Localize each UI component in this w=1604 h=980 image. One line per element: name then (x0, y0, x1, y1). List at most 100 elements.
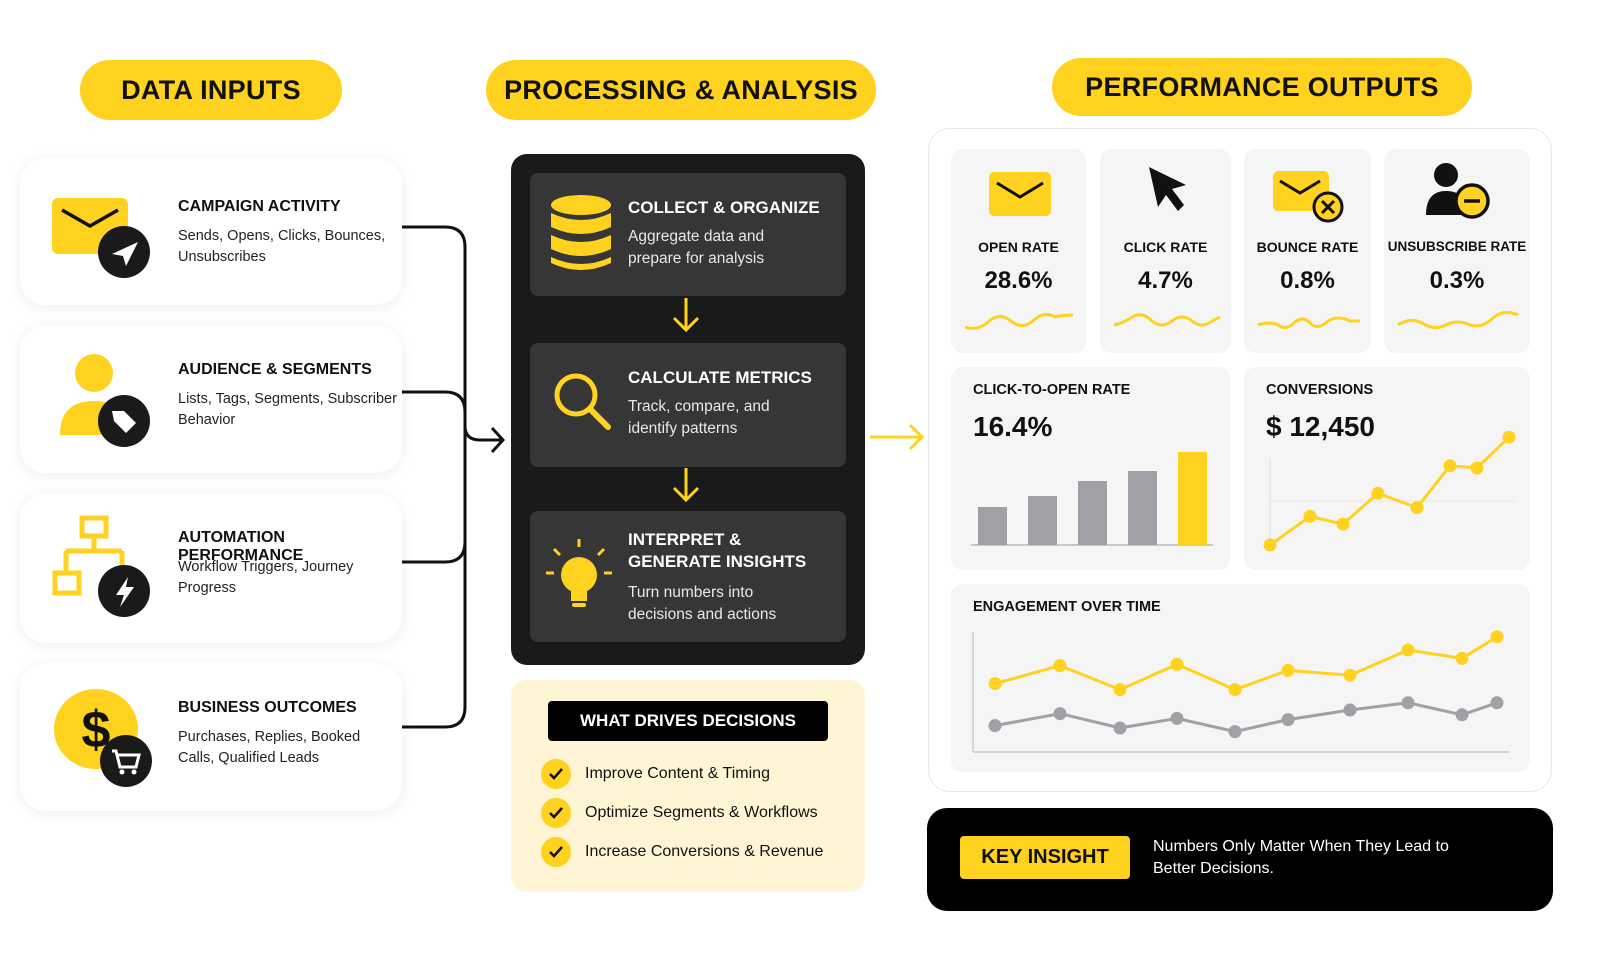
data-point (1170, 711, 1184, 725)
step-desc: Turn numbers into decisions and actions (628, 584, 777, 623)
check-icon (541, 759, 571, 789)
input-card-audience: AUDIENCE & SEGMENTS Lists, Tags, Segment… (20, 325, 402, 473)
metric-label: CLICK RATE (1123, 239, 1208, 255)
conversions-card: CONVERSIONS $ 12,450 (1244, 367, 1530, 570)
data-point (1443, 459, 1457, 473)
decision-item: Increase Conversions & Revenue (541, 837, 823, 867)
metric-label: OPEN RATE (978, 239, 1059, 255)
card-desc: Lists, Tags, Segments, Subscriber Behavi… (178, 391, 397, 428)
metric-label: BOUNCE RATE (1256, 239, 1359, 255)
conversions-line-chart (1263, 430, 1516, 552)
data-point (1343, 703, 1357, 717)
envelope-x-icon (1273, 171, 1344, 223)
metric-bounce-rate: BOUNCE RATE 0.8% (1244, 149, 1371, 353)
input-card-outcomes: $ BUSINESS OUTCOMES Purchases, Replies, … (20, 663, 402, 811)
bar (1178, 452, 1207, 545)
data-point (1113, 683, 1127, 697)
data-point (1490, 696, 1504, 710)
ctor-value: 16.4% (973, 411, 1053, 442)
data-point (1228, 683, 1242, 697)
decision-label: Improve Content & Timing (585, 765, 770, 782)
lightbulb-icon (546, 539, 612, 607)
sparkline (964, 312, 1074, 330)
header-outputs: PERFORMANCE OUTPUTS (1052, 58, 1472, 116)
metric-unsubscribe-rate: UNSUBSCRIBE RATE 0.3% (1384, 149, 1530, 353)
card-title: AUDIENCE & SEGMENTS (178, 361, 372, 378)
bar (1078, 481, 1107, 545)
header-processing: PROCESSING & ANALYSIS (486, 60, 876, 120)
arrow-down-icon (672, 468, 700, 503)
bar (1028, 496, 1057, 545)
step-interpret: INTERPRET & GENERATE INSIGHTS Turn numbe… (530, 511, 846, 642)
decision-item: Improve Content & Timing (541, 759, 770, 789)
data-point (1281, 663, 1295, 677)
data-point (1371, 486, 1385, 500)
key-insight-text: Numbers Only Matter When They Lead to Be… (1153, 838, 1449, 877)
data-point (1343, 668, 1357, 682)
data-point (1401, 696, 1415, 710)
card-desc: Purchases, Replies, Booked Calls, Qualif… (178, 729, 361, 766)
data-point (988, 719, 1002, 733)
data-point (1053, 659, 1067, 673)
conversions-label: CONVERSIONS (1266, 382, 1374, 398)
decision-label: Increase Conversions & Revenue (585, 843, 824, 860)
metric-value: 0.8% (1280, 267, 1335, 294)
database-icon (551, 195, 611, 270)
metric-label: UNSUBSCRIBE RATE (1387, 239, 1527, 254)
connector-bracket (402, 225, 506, 729)
step-desc: Track, compare, and identify patterns (628, 398, 770, 437)
bar (1128, 471, 1157, 545)
metric-open-rate: OPEN RATE 28.6% (951, 149, 1086, 353)
card-desc: Sends, Opens, Clicks, Bounces, Unsubscri… (178, 228, 386, 265)
dollar-cart-icon: $ (54, 689, 152, 787)
data-point (1455, 708, 1469, 722)
card-desc: Workflow Triggers, Journey Progress (178, 559, 354, 596)
check-icon (541, 837, 571, 867)
data-point (1053, 707, 1067, 721)
data-point (988, 677, 1002, 691)
card-title: AUTOMATION PERFORMANCE (178, 529, 304, 564)
metric-value: 4.7% (1138, 267, 1193, 294)
user-minus-icon (1426, 163, 1490, 219)
user-tag-icon (60, 354, 150, 447)
step-calculate: CALCULATE METRICS Track, compare, and id… (530, 343, 846, 467)
card-title: BUSINESS OUTCOMES (178, 699, 357, 716)
data-point (1281, 713, 1295, 727)
check-icon (541, 798, 571, 828)
decisions-box: WHAT DRIVES DECISIONS Improve Content & … (511, 680, 865, 892)
data-point (1170, 657, 1184, 671)
metric-click-rate: CLICK RATE 4.7% (1100, 149, 1231, 353)
step-desc: Aggregate data and prepare for analysis (628, 228, 765, 267)
header-data-inputs: DATA INPUTS (80, 60, 342, 120)
conversions-value: $ 12,450 (1266, 411, 1375, 442)
data-point (1228, 725, 1242, 739)
conversions-line (1269, 436, 1511, 547)
card-title: CAMPAIGN ACTIVITY (178, 198, 341, 215)
bar (978, 507, 1007, 545)
input-card-automation: AUTOMATION PERFORMANCE Workflow Triggers… (20, 493, 402, 643)
envelope-icon (989, 172, 1051, 216)
ctor-bar-chart (971, 452, 1213, 546)
ctor-label: CLICK-TO-OPEN RATE (973, 382, 1131, 398)
sparkline (1397, 310, 1519, 330)
key-insight-banner: KEY INSIGHT Numbers Only Matter When The… (927, 808, 1553, 911)
key-insight-badge: KEY INSIGHT (960, 836, 1130, 879)
data-point (1502, 430, 1516, 444)
arrow-right-icon (870, 423, 925, 451)
step-title: COLLECT & ORGANIZE (628, 198, 820, 217)
decision-item: Optimize Segments & Workflows (541, 798, 818, 828)
step-title: CALCULATE METRICS (628, 368, 812, 387)
sparkline (1113, 313, 1221, 327)
input-card-campaign: CAMPAIGN ACTIVITY Sends, Opens, Clicks, … (20, 158, 402, 305)
data-point (1455, 651, 1469, 665)
workflow-bolt-icon (52, 515, 150, 617)
series-line-secondary (994, 701, 1498, 734)
arrow-down-icon (672, 298, 700, 333)
data-point (1303, 509, 1317, 523)
processing-panel: COLLECT & ORGANIZE Aggregate data and pr… (511, 154, 865, 665)
cursor-icon (1149, 167, 1186, 211)
metric-value: 28.6% (984, 267, 1053, 294)
data-point (1410, 501, 1424, 515)
sparkline (1257, 316, 1360, 330)
step-collect: COLLECT & ORGANIZE Aggregate data and pr… (530, 173, 846, 296)
